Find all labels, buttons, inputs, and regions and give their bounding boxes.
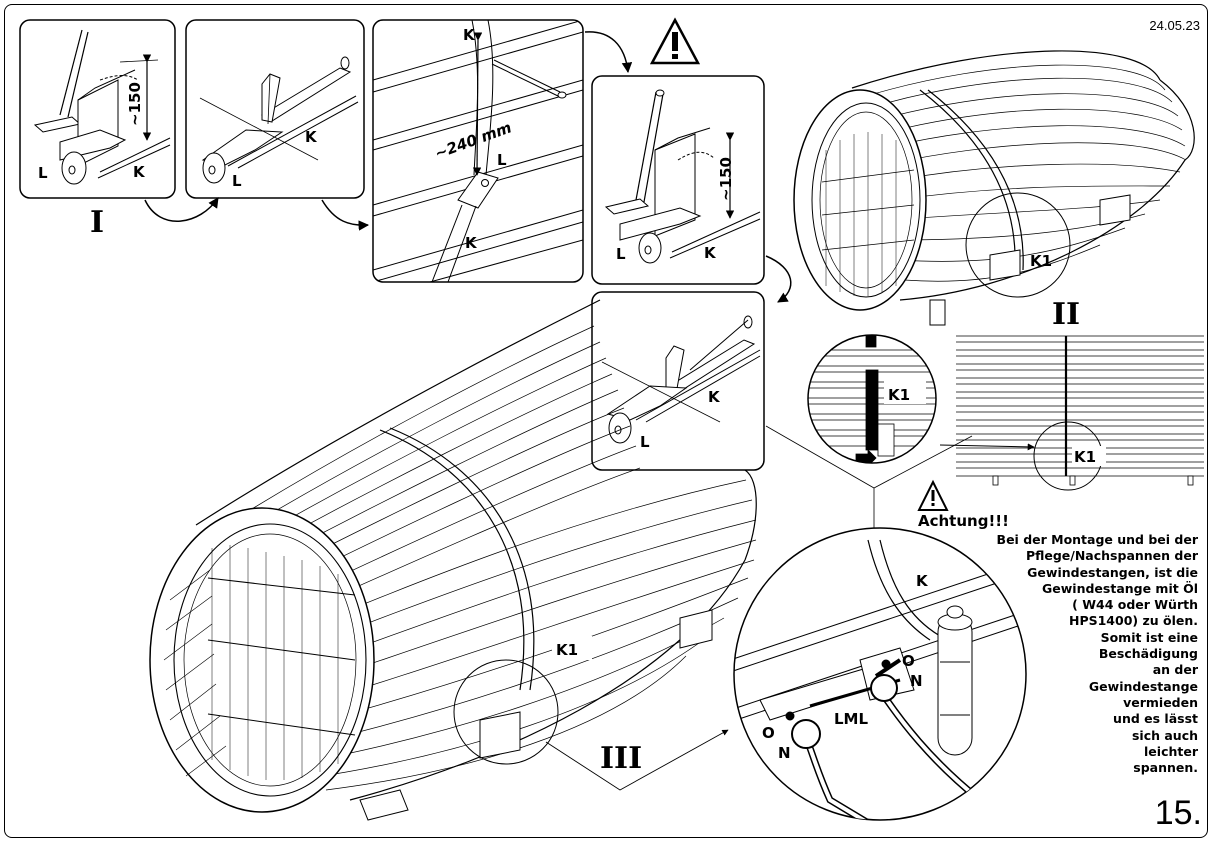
- warning-line: Pflege/Nachspannen der: [1025, 548, 1198, 564]
- detail-panel-2: L K: [185, 19, 365, 199]
- detail-panel-5: L K: [591, 291, 765, 471]
- label-K-3a: K: [463, 26, 476, 44]
- step-I-label: I: [90, 205, 104, 240]
- leader-III: [545, 729, 729, 791]
- label-K1-zoom: K1: [888, 386, 910, 404]
- side-view-slats: [939, 335, 1204, 491]
- step-III-label: III: [600, 741, 642, 776]
- detail-panel-4: L K ~150: [591, 75, 765, 285]
- label-O-left: O: [762, 724, 775, 742]
- label-O-right: O: [902, 652, 915, 670]
- label-L-2: L: [232, 172, 242, 190]
- barrel-main: [149, 299, 757, 821]
- label-K-3b: K: [465, 234, 478, 252]
- warning-line: HPS1400) zu ölen.: [1068, 613, 1198, 629]
- label-LML: LML: [834, 710, 868, 728]
- flow-arrow-1-2: [144, 197, 219, 222]
- label-K-5: K: [708, 388, 721, 406]
- warning-text: Bei der Montage und bei der Pflege/Nachs…: [948, 532, 1198, 776]
- flow-arrow-4-5: [765, 255, 792, 303]
- flow-arrow-3-4: [584, 31, 633, 74]
- k1-label-bg: [552, 636, 592, 660]
- warning-line: Gewindestange: [1088, 678, 1198, 694]
- detail-panel-3: K L K ~240 mm: [372, 19, 584, 283]
- warning-line: sich auch: [1131, 727, 1198, 743]
- label-K1-main: K1: [556, 641, 578, 659]
- label-K1-top: K1: [1030, 252, 1052, 270]
- label-K-2: K: [305, 128, 318, 146]
- label-L-1: L: [38, 164, 48, 182]
- warning-line: Bei der Montage und bei der: [996, 532, 1198, 547]
- label-K-1: K: [133, 163, 146, 181]
- warning-line: ( W44 oder Würth: [1072, 597, 1198, 613]
- dim-150-1: ~150: [126, 82, 144, 126]
- page-frame: [4, 4, 1208, 838]
- page-number: 15.: [1154, 794, 1202, 832]
- date-stamp: 24.05.23: [1149, 18, 1200, 33]
- dim-150-4: ~150: [717, 157, 735, 201]
- warning-line: vermieden: [1123, 694, 1198, 710]
- label-K1-side: K1: [1074, 448, 1096, 466]
- warning-line: leichter: [1144, 743, 1198, 759]
- warning-line: Gewindestangen, ist die: [1027, 564, 1198, 580]
- warning-triangle-icon: [649, 17, 701, 65]
- label-L-4: L: [616, 245, 626, 263]
- warning-title: Achtung!!!: [918, 512, 1009, 530]
- zoom-circle-k1: K1: [807, 334, 937, 464]
- zoom-circle-detail: K O N LML O N: [733, 527, 1027, 821]
- warning-line: Beschädigung: [1098, 646, 1198, 662]
- warning-line: spannen.: [1133, 760, 1198, 776]
- label-K-4: K: [704, 244, 717, 262]
- warning-line: Gewindestange mit Öl: [1042, 580, 1198, 596]
- label-N-right: N: [910, 672, 923, 690]
- barrel-top-right: [793, 50, 1195, 326]
- label-L-3: L: [497, 151, 507, 169]
- flow-arrow-2-3: [321, 199, 370, 231]
- label-L-5: L: [640, 433, 650, 451]
- warning-line: Somit ist eine: [1100, 629, 1198, 645]
- warning-line: an der: [1152, 662, 1198, 678]
- warning-line: und es lässt: [1113, 711, 1198, 727]
- detail-panel-1: L K ~150: [19, 19, 176, 199]
- label-N-left: N: [778, 744, 791, 762]
- warning-icon-small: [917, 479, 949, 511]
- label-K-zoom: K: [916, 572, 929, 590]
- step-II-label: II: [1052, 297, 1080, 332]
